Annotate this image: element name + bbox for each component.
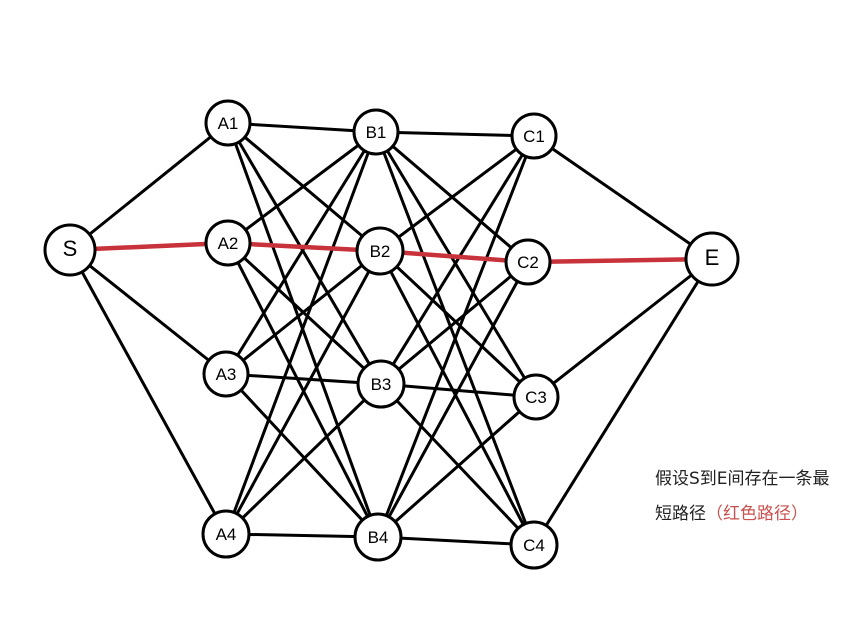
path-edge-A2-B2: [227, 240, 381, 254]
node-A3: A3: [202, 350, 250, 398]
node-B1: B1: [352, 108, 400, 156]
node-C4: C4: [509, 520, 559, 570]
edge-C3-E: [535, 257, 713, 399]
node-label: B2: [370, 242, 391, 261]
edge-S-A3: [69, 248, 227, 376]
edge-B4-C2: [376, 261, 530, 538]
edge-A4-B3: [224, 382, 383, 536]
node-label: E: [705, 245, 720, 270]
edge-S-A4: [68, 249, 228, 535]
node-circle: [510, 112, 558, 160]
edge-A3-B3: [225, 372, 382, 386]
node-circle: [204, 99, 252, 147]
edge-B4-C3: [377, 395, 537, 539]
node-A4: A4: [201, 509, 251, 559]
node-label: B4: [368, 528, 389, 547]
node-circle: [204, 219, 252, 267]
edge-B2-C1: [379, 134, 535, 253]
node-circle: [355, 226, 405, 276]
edge-B4-C1: [376, 135, 536, 538]
edge-A3-B4: [224, 372, 380, 539]
node-A2: A2: [204, 219, 252, 267]
edge-A2-B1: [227, 130, 377, 245]
node-label: C1: [523, 127, 545, 146]
node-circle: [684, 231, 740, 287]
note-text: 假设S到E间存在一条最短路径: [655, 469, 830, 524]
node-circle: [201, 509, 251, 559]
node-label: C2: [517, 253, 539, 272]
path-edge-C2-E: [527, 256, 713, 265]
node-label: S: [63, 236, 78, 261]
node-A1: A1: [204, 99, 252, 147]
node-B2: B2: [355, 226, 405, 276]
node-label: A1: [218, 114, 239, 133]
path-edge-B2-C2: [379, 248, 529, 265]
node-E: E: [684, 231, 740, 287]
node-C2: C2: [504, 238, 552, 286]
edge-A4-B2: [224, 250, 382, 535]
edge-A4-B1: [224, 131, 378, 535]
node-C1: C1: [510, 112, 558, 160]
edge-S-A1: [69, 121, 229, 252]
edge-B3-C2: [380, 260, 529, 386]
edge-B1-C1: [375, 130, 535, 138]
edge-B4-C4: [377, 535, 535, 547]
edge-B3-C1: [379, 135, 536, 385]
node-circle: [43, 223, 97, 277]
node-S: S: [43, 223, 97, 277]
edge-A1-B1: [227, 121, 377, 134]
node-B3: B3: [356, 359, 406, 409]
node-label: A3: [216, 365, 237, 384]
edge-C4-E: [532, 258, 714, 546]
edge-B2-C4: [378, 250, 536, 546]
node-label: C3: [525, 388, 547, 407]
edge-A3-B2: [225, 249, 381, 376]
annotation-note: 假设S到E间存在一条最短路径（红色路径）: [655, 462, 845, 532]
node-circle: [353, 512, 403, 562]
node-C3: C3: [512, 373, 560, 421]
node-label: A2: [218, 234, 239, 253]
note-highlight: （红色路径）: [706, 504, 808, 524]
edge-B2-C3: [378, 249, 538, 399]
node-label: B3: [371, 375, 392, 394]
node-circle: [512, 373, 560, 421]
node-circle: [202, 350, 250, 398]
edge-C1-E: [533, 134, 713, 261]
edge-A2-B3: [226, 241, 383, 386]
node-circle: [352, 108, 400, 156]
node-label: B1: [366, 123, 387, 142]
node-circle: [509, 520, 559, 570]
node-label: C4: [523, 536, 545, 555]
node-B4: B4: [353, 512, 403, 562]
edge-B3-C4: [379, 382, 536, 547]
edge-A4-B4: [225, 532, 379, 539]
node-circle: [356, 359, 406, 409]
node-label: A4: [216, 525, 237, 544]
edge-A3-B1: [224, 131, 378, 375]
edge-A1-B3: [226, 122, 383, 385]
node-circle: [504, 238, 552, 286]
